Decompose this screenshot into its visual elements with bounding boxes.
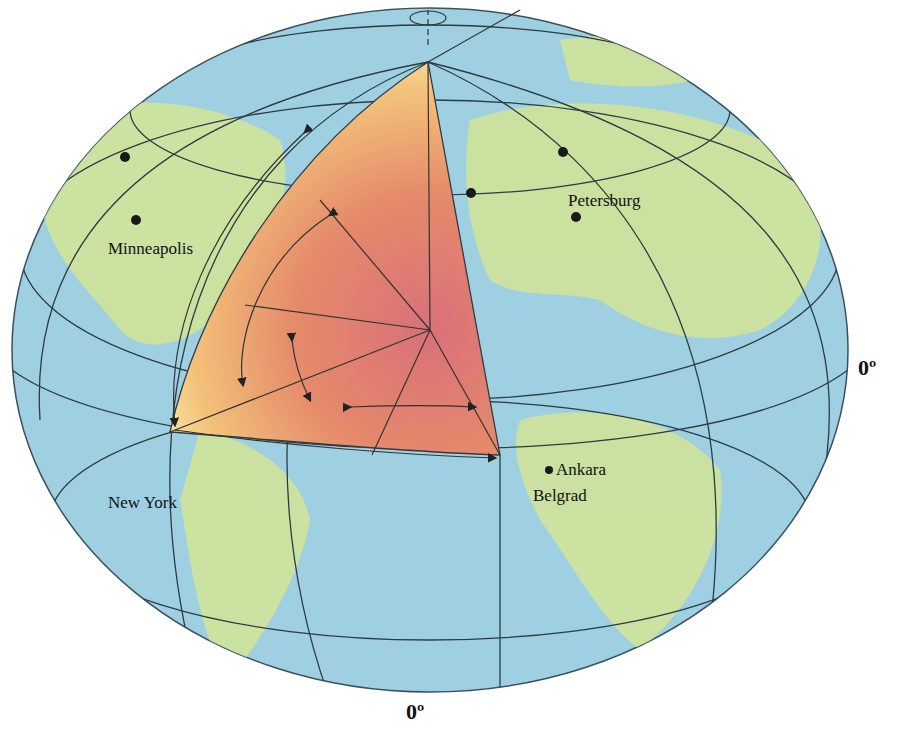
city-label: Petersburg — [568, 192, 640, 211]
meridian-label: 0º — [406, 700, 424, 724]
city-label: Belgrad — [533, 487, 587, 506]
city-label: Ankara — [556, 461, 606, 480]
city-label: New York — [108, 494, 177, 513]
meridian-label: 0º — [858, 356, 876, 380]
city-label: Minneapolis — [108, 240, 193, 259]
